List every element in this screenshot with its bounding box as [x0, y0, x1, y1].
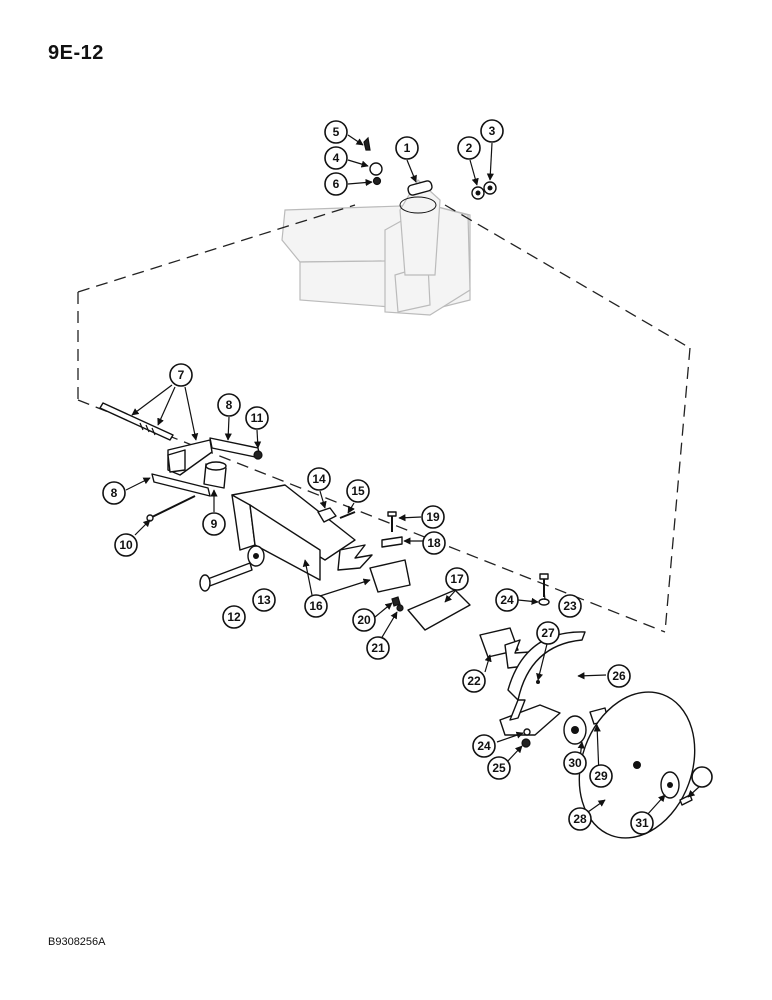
callout-26: 26: [607, 664, 631, 688]
callout-label: 12: [227, 610, 241, 624]
callout-label: 20: [357, 613, 371, 627]
callout-16: 16: [304, 594, 328, 618]
callout-28: 28: [568, 807, 592, 831]
callout-label: 8: [226, 398, 233, 412]
part-shaft-assembly: [99, 402, 213, 476]
callout-7: 7: [169, 363, 193, 387]
callout-label: 27: [541, 626, 555, 640]
part-nut-11: [253, 450, 263, 460]
callout-13: 13: [252, 588, 276, 612]
callout-18: 18: [422, 531, 446, 555]
callout-11: 11: [245, 406, 269, 430]
callout-label: 4: [333, 151, 340, 165]
part-hardware-24-25: [521, 728, 531, 748]
callout-1: 1: [395, 136, 419, 160]
callout-6: 6: [324, 172, 348, 196]
assembly-outline: [77, 204, 691, 633]
callout-label: 21: [371, 641, 385, 655]
callout-label: 14: [312, 472, 326, 486]
callout-8-upper: 8: [217, 393, 241, 417]
part-flat-bar: [407, 589, 471, 631]
callout-24-lower: 24: [472, 734, 496, 758]
callout-label: 9: [211, 517, 218, 531]
leader-lines: [125, 134, 701, 816]
callout-29: 29: [589, 764, 613, 788]
callout-label: 11: [251, 411, 264, 425]
part-hardware-23-24: [538, 573, 550, 606]
callout-8-lower: 8: [102, 481, 126, 505]
part-pivot-pin: [199, 545, 265, 592]
callout-label: 8: [111, 486, 118, 500]
callout-3: 3: [480, 119, 504, 143]
callout-label: 30: [568, 756, 582, 770]
part-hardware-top: [363, 136, 383, 186]
callout-12: 12: [222, 605, 246, 629]
part-hub-bearing: [563, 707, 609, 745]
part-spacer: [203, 461, 227, 489]
callout-label: 24: [477, 739, 491, 753]
callout-label: 22: [467, 674, 481, 688]
callout-23: 23: [558, 594, 582, 618]
callout-15: 15: [346, 479, 370, 503]
callout-25: 25: [487, 756, 511, 780]
callout-label: 15: [351, 484, 365, 498]
part-hub-cap: [660, 771, 693, 806]
part-disc: [578, 691, 696, 839]
callout-label: 10: [119, 538, 133, 552]
callout-label: 1: [404, 141, 411, 155]
callout-label: 2: [466, 141, 473, 155]
page-number: 9E-12: [48, 42, 104, 64]
callout-unlabeled: [691, 766, 713, 788]
figure-id: B9308256A: [48, 936, 106, 948]
callout-label: 17: [450, 572, 464, 586]
callout-label: 18: [427, 536, 441, 550]
part-hardware-18-19: [381, 511, 403, 548]
callout-24-upper: 24: [495, 588, 519, 612]
callout-17: 17: [445, 567, 469, 591]
part-hardware-20-21: [391, 596, 404, 612]
callout-label: 5: [333, 125, 340, 139]
callout-label: 19: [426, 510, 440, 524]
part-pin: [399, 180, 437, 214]
callout-label: 23: [563, 599, 577, 613]
callout-21: 21: [366, 636, 390, 660]
callout-4: 4: [324, 146, 348, 170]
callout-31: 31: [630, 811, 654, 835]
callout-label: 13: [257, 593, 271, 607]
callout-label: 26: [612, 669, 626, 683]
callout-label: 31: [635, 816, 649, 830]
callout-27: 27: [536, 621, 560, 645]
callout-2: 2: [457, 136, 481, 160]
part-bracket-tube: [479, 627, 531, 669]
callout-label: 25: [492, 761, 506, 775]
callout-9: 9: [202, 512, 226, 536]
callout-22: 22: [462, 669, 486, 693]
part-washers: [471, 181, 497, 200]
callout-20: 20: [352, 608, 376, 632]
callout-label: 29: [594, 769, 608, 783]
callout-5: 5: [324, 120, 348, 144]
part-link-plates: [151, 437, 261, 497]
callout-label: 28: [573, 812, 587, 826]
part-main-arm: [231, 484, 411, 593]
callout-label: 16: [309, 599, 323, 613]
callout-label: 3: [489, 124, 496, 138]
callout-30: 30: [563, 751, 587, 775]
callout-10: 10: [114, 533, 138, 557]
callout-19: 19: [421, 505, 445, 529]
toolbar-frame-ghost: [281, 179, 471, 316]
part-long-bolt: [146, 495, 196, 522]
callout-14: 14: [307, 467, 331, 491]
callout-label: 24: [500, 593, 514, 607]
callout-label: 7: [178, 368, 185, 382]
callout-label: 6: [333, 177, 340, 191]
